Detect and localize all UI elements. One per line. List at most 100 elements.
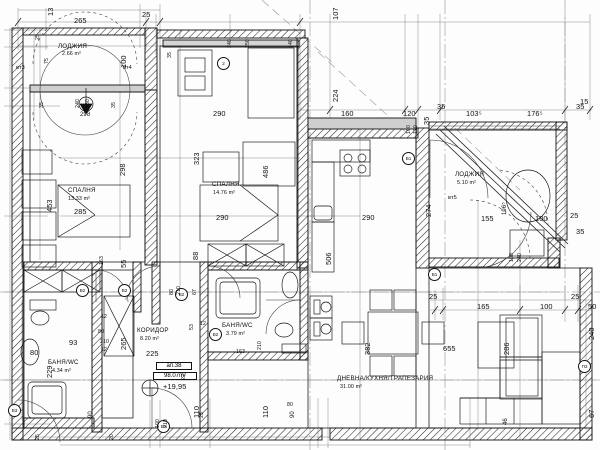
dim-top-25a: 25	[142, 10, 151, 19]
room-area-living: 31.00 m²	[340, 384, 363, 390]
dim-left-93: 93	[69, 338, 78, 347]
door-tag-6: В3	[8, 404, 21, 417]
dim-top-13: 13	[46, 7, 55, 16]
window-symbol	[78, 88, 94, 115]
room-label-bedroom-w: СПАЛНЯ	[68, 187, 96, 194]
apartment-number-box: ап.38	[156, 362, 192, 370]
dim-left-25: 25	[35, 34, 41, 40]
win-code-240-top: 240	[227, 39, 233, 48]
room-label-bath-c: БАНЯ/WC	[222, 322, 253, 329]
dim-top-265: 265	[74, 16, 87, 25]
dim-right-165: 165	[477, 302, 490, 311]
dim-mid-298-a: 298	[80, 112, 91, 118]
dim-mid-210d: 80	[287, 402, 293, 408]
door-tag-4: В2	[209, 328, 222, 341]
dim-left-35b: 35	[111, 102, 117, 108]
dim-left-298b: 298	[118, 163, 127, 176]
room-area-bedroom-c: 14.76 m²	[213, 190, 236, 196]
win-code-250: 250	[85, 99, 91, 108]
dim-mid-100: 100	[155, 419, 161, 428]
walls	[11, 27, 593, 441]
dim-left-35a: 35	[39, 102, 45, 108]
dim-right-50: 50	[588, 302, 597, 311]
terrace-code-vt5: вт5	[448, 195, 457, 201]
door-tag-2: В2	[175, 288, 188, 301]
dim-top-160: 160	[341, 109, 354, 118]
room-label-bedroom-c: СПАЛНЯ	[212, 181, 240, 188]
dim-right-67: 67	[587, 409, 596, 418]
dim-right-382: 382	[363, 342, 372, 355]
dim-mid-323: 323	[192, 152, 201, 165]
dim-mid-12: 12	[200, 321, 206, 327]
dim-mid-53: 53	[189, 324, 195, 330]
dim-top-35a: 35	[422, 116, 431, 125]
room-area-corridor: 8.20 m²	[140, 336, 159, 342]
dim-right-25a: 25	[429, 292, 438, 301]
room-area-bath-w: 4.34 m²	[52, 368, 71, 374]
room-label-loggia-nw: ЛОДЖИЯ	[58, 43, 88, 50]
door-tag-1: В2	[118, 284, 131, 297]
level-marker-label: +19,95	[163, 382, 187, 391]
dim-mid-210c: 210	[163, 419, 169, 428]
dim-mid-210b: 210	[257, 341, 263, 350]
dim-mid-265: 265	[119, 337, 128, 350]
dim-mid-506: 506	[324, 252, 333, 265]
dim-right-35: 35	[576, 227, 585, 236]
terrace-code-vt3: вт3	[16, 65, 25, 71]
dim-mid-67: 67	[192, 289, 198, 295]
door-tag-3: В2	[76, 284, 89, 297]
door-tag-8: 2	[217, 57, 230, 70]
dim-mid-90b: 90	[88, 411, 94, 418]
dim-mid-88: 88	[191, 251, 200, 260]
dim-mid-290b: 290	[216, 213, 229, 222]
level-marker-symbol	[141, 379, 159, 397]
room-area-loggia-nw: 2.66 m²	[62, 51, 81, 57]
dim-top-35b: 35	[437, 102, 446, 111]
dim-mid-80c: 163	[99, 256, 105, 265]
dim-left-285: 285	[74, 207, 87, 216]
dim-right-25b: 25	[571, 292, 580, 301]
dim-mid-110b: 110	[261, 405, 270, 418]
dim-mid-25b: 25	[35, 434, 41, 440]
dim-mid-20: 20	[109, 434, 115, 440]
dim-right-286: 286	[502, 342, 511, 355]
dim-left-229: 229	[45, 365, 54, 378]
dim-left-80: 80	[30, 348, 39, 357]
dim-right-240: 240	[587, 327, 596, 340]
room-area-bath-c: 3.79 m²	[226, 331, 245, 337]
dim-mid-225: 225	[146, 349, 159, 358]
room-label-bath-w: БАНЯ/WC	[48, 359, 79, 366]
dim-left-100: 100	[119, 55, 128, 68]
dim-top-176: 176⁵	[527, 109, 543, 118]
dim-mid-80a: 80	[169, 289, 175, 295]
room-label-corridor: КОРИДОР	[137, 327, 169, 334]
win-code-240b: 240	[517, 253, 523, 262]
dim-mid-274: 274	[424, 204, 433, 217]
dim-left-210: 210	[100, 339, 109, 345]
dim-left-75: 75	[44, 58, 50, 64]
dim-right-100b: 100	[535, 214, 548, 223]
dim-right-15: 15	[580, 97, 589, 106]
win-code-240: 240	[75, 99, 81, 108]
dim-left-453: 453	[45, 199, 54, 212]
dim-right-655: 655	[443, 344, 456, 353]
win-code-140-top: 140	[288, 39, 294, 48]
win-code-35-top: 35	[167, 52, 173, 58]
dim-mid-486: 486	[261, 165, 270, 178]
dim-mid-163: 163	[236, 349, 245, 355]
dim-left-12b: 12	[101, 314, 107, 320]
dim-top-120: 120	[403, 109, 416, 118]
dim-top-103: 103⁵	[466, 109, 482, 118]
dim-mid-22: 22	[181, 374, 187, 380]
dim-mid-90a: 90	[290, 411, 296, 418]
door-swings	[17, 11, 549, 443]
dim-right-46: 46	[503, 418, 509, 425]
furniture	[20, 47, 581, 425]
dim-top-107: 107	[331, 7, 340, 20]
dim-right-100: 100	[540, 302, 553, 311]
room-area-bedroom-w: 13.33 m²	[68, 196, 91, 202]
room-label-loggia-e: ЛОДЖИЯ	[455, 171, 485, 178]
dim-right-196: 196⁵	[502, 202, 508, 215]
dim-mid-290a: 290	[213, 109, 226, 118]
